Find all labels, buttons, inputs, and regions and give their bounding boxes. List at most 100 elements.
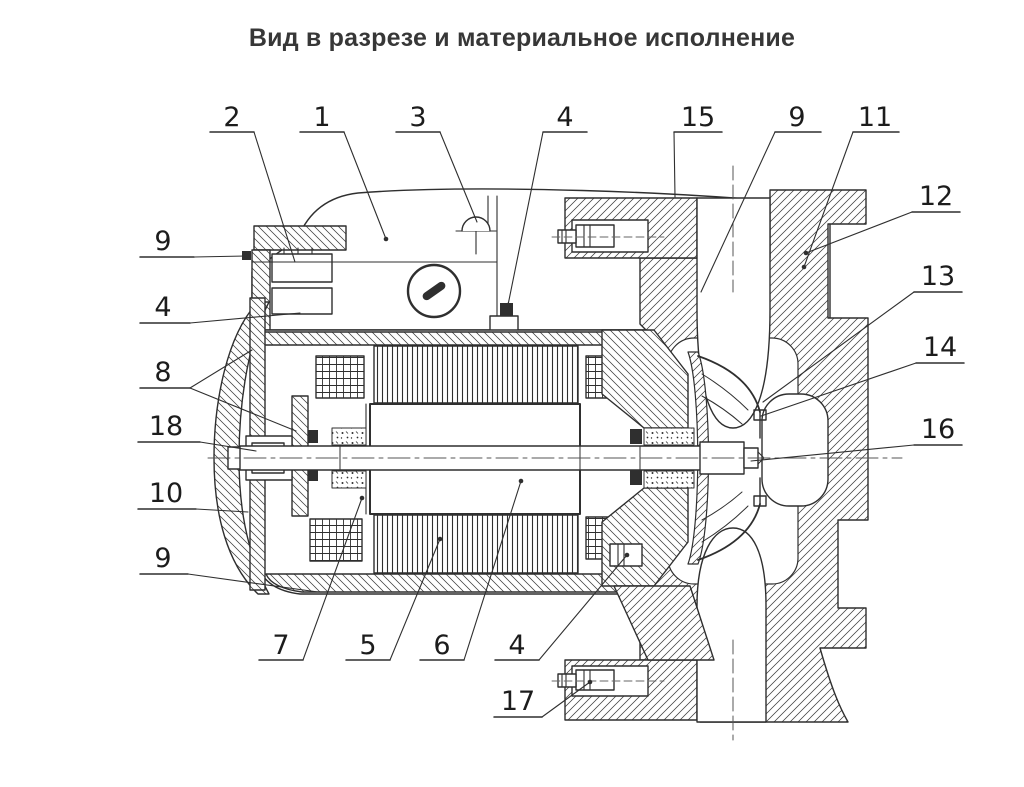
- flange-stud-top-thread: [557, 229, 577, 244]
- terminal-pins: [283, 247, 313, 255]
- callout-leader-line: [805, 211, 913, 254]
- callout-number: 18: [149, 411, 183, 442]
- callout-leader-line: [189, 387, 297, 432]
- callout-number: 5: [359, 630, 376, 661]
- callout-8-13: 8: [139, 349, 297, 432]
- callout-leader-line: [193, 255, 247, 258]
- adapter-screw-lines: [617, 543, 625, 567]
- callout-number: 14: [923, 332, 957, 363]
- callout-leader-dot: [587, 679, 593, 685]
- callout-number: 9: [788, 102, 805, 133]
- suction-channel: [696, 527, 767, 723]
- wear-ring: [753, 409, 767, 421]
- callout-number: 8: [154, 357, 171, 388]
- callout-leader-dot: [801, 264, 807, 270]
- flange-stud-top-lines: [583, 224, 591, 248]
- callout-14-9: 14: [760, 332, 965, 417]
- bearing: [643, 470, 695, 489]
- flange-stud-bottom: [575, 669, 615, 691]
- diagram-title: Вид в разрезе и материальное исполнение: [248, 24, 796, 52]
- knob-slot: [422, 281, 446, 301]
- callout-leader-line: [195, 508, 249, 513]
- callout-leader-line: [199, 441, 257, 452]
- callout-number: 10: [149, 478, 183, 509]
- callout-number: 4: [556, 102, 573, 133]
- callout-leader-line: [389, 538, 441, 661]
- callout-leader-dot: [803, 250, 809, 256]
- impeller-shroud-bottom: [697, 503, 761, 561]
- bearing: [331, 470, 367, 489]
- callout-number: 4: [154, 292, 171, 323]
- callout-6-19: 6: [419, 478, 524, 661]
- callout-16-10: 16: [750, 414, 963, 462]
- flange-stud-bottom-thread: [557, 673, 577, 688]
- callout-5-18: 5: [345, 536, 443, 661]
- callout-leader-line: [189, 349, 253, 389]
- stator-winding-bottom: [373, 514, 579, 574]
- callout-leader-line: [760, 362, 917, 417]
- wear-ring: [753, 495, 767, 507]
- callout-number: 17: [501, 686, 535, 717]
- callout-10-15: 10: [137, 478, 249, 513]
- callout-leader-dot: [624, 552, 630, 558]
- seal-block: [308, 468, 318, 481]
- flange-stud-top: [575, 224, 615, 248]
- callout-number: 13: [921, 261, 955, 292]
- callout-9-5: 9: [700, 102, 822, 293]
- callout-4-20: 4: [494, 552, 630, 661]
- callout-number: 3: [409, 102, 426, 133]
- casing-foot: [613, 585, 715, 661]
- callout-leader-line: [762, 291, 915, 403]
- callout-2-0: 2: [209, 102, 296, 263]
- callout-4-3: 4: [505, 102, 588, 308]
- callout-1-1: 1: [299, 102, 389, 242]
- bearing: [331, 427, 367, 446]
- callout-9-16: 9: [139, 543, 319, 593]
- callout-leader-dot: [383, 236, 389, 242]
- callout-leader-line: [541, 681, 591, 718]
- callout-number: 16: [921, 414, 955, 445]
- stator-housing-bottom-wall: [265, 573, 655, 593]
- callout-13-8: 13: [762, 261, 963, 403]
- callout-3-2: 3: [395, 102, 478, 223]
- callout-number: 11: [858, 102, 892, 133]
- impeller-shroud-top: [697, 355, 761, 413]
- flange-stud-bottom-thread-ticks: [561, 673, 567, 688]
- callout-leader-line: [189, 312, 301, 324]
- bearing: [643, 427, 695, 446]
- callout-number: 1: [313, 102, 330, 133]
- callout-number: 15: [681, 102, 715, 133]
- cable-clamp-plate: [253, 225, 347, 251]
- callout-leader-dot: [243, 253, 249, 259]
- callout-number: 7: [272, 630, 289, 661]
- shaft-seal: [630, 470, 642, 485]
- impeller-blades: [701, 373, 749, 543]
- callout-leader-dot: [505, 302, 511, 308]
- callout-leader-line: [253, 131, 296, 263]
- terminal-box-inner-lines: [251, 195, 825, 346]
- callout-leader-line: [507, 131, 544, 306]
- coil-head: [309, 518, 363, 562]
- seal-block: [308, 430, 318, 443]
- callout-leader-line: [343, 131, 387, 240]
- callout-leader-line: [538, 554, 628, 661]
- callout-number: 12: [919, 181, 953, 212]
- flange-stud-top-thread-ticks: [561, 229, 567, 244]
- callout-leader-line: [700, 131, 776, 293]
- callout-leader-dot: [437, 536, 443, 542]
- stator-housing-top-wall: [259, 331, 653, 346]
- callout-number: 2: [223, 102, 240, 133]
- callout-number: 9: [154, 543, 171, 574]
- callout-7-17: 7: [258, 495, 365, 661]
- callout-leader-line: [750, 444, 915, 462]
- callout-15-4: 15: [673, 102, 723, 198]
- adapter-bracket: [601, 329, 715, 661]
- stator-winding-top: [373, 345, 579, 404]
- coil-head: [315, 355, 365, 399]
- callout-leader-dot: [518, 478, 524, 484]
- callout-18-14: 18: [137, 411, 257, 452]
- callout-leader-line: [439, 131, 478, 223]
- shaft-seal: [630, 429, 642, 444]
